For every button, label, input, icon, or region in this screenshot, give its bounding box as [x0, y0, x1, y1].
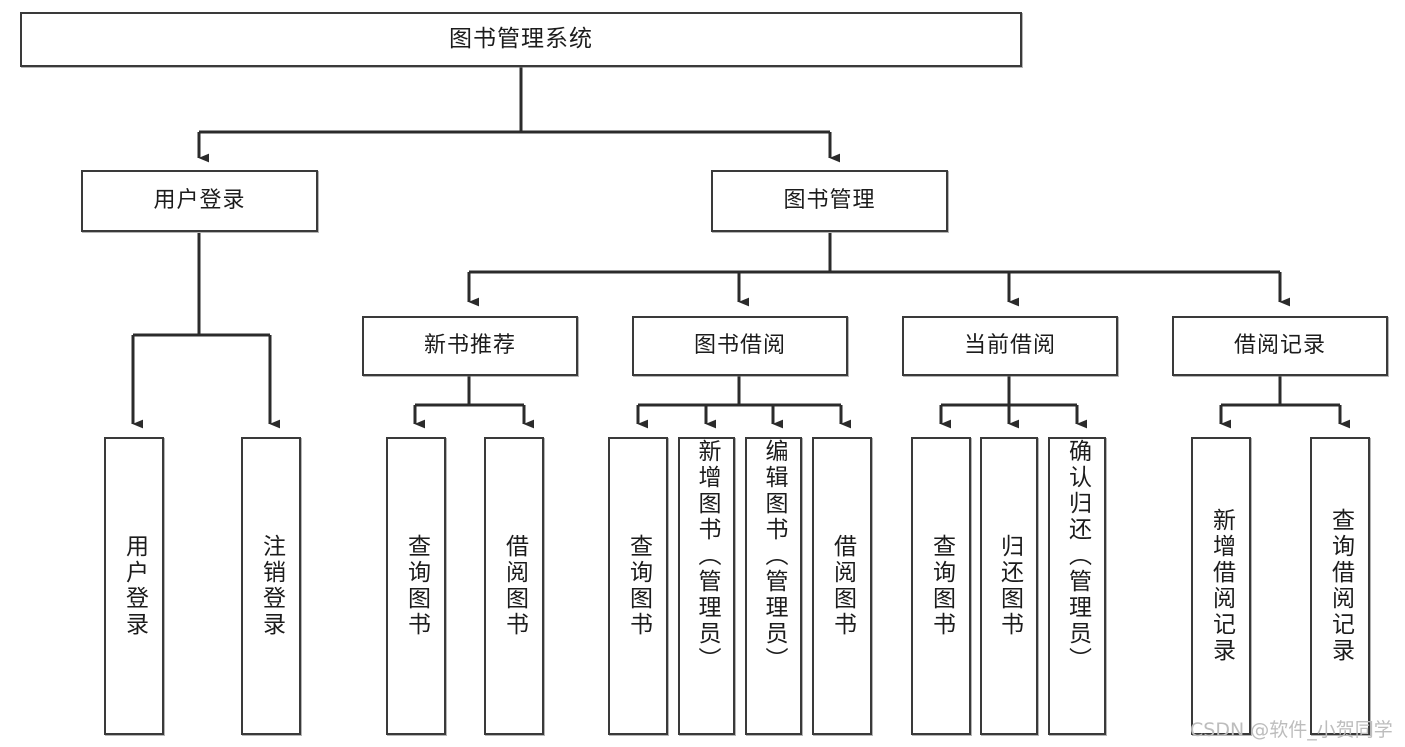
node-leaf-edit-book-label: 编辑图书（管理员） — [761, 439, 787, 673]
node-leaf-query-book-1[interactable]: 查询图书 — [386, 437, 446, 735]
node-leaf-query-book-3[interactable]: 查询图书 — [911, 437, 971, 735]
node-borrow-record-label: 借阅记录 — [1233, 333, 1326, 359]
node-leaf-edit-book[interactable]: 编辑图书（管理员） — [745, 437, 802, 735]
node-leaf-query-book-1-label: 查询图书 — [403, 534, 430, 638]
node-leaf-user-logout-label: 注销登录 — [258, 534, 285, 638]
node-leaf-add-record[interactable]: 新增借阅记录 — [1191, 437, 1251, 735]
node-leaf-return-book-label: 归还图书 — [996, 534, 1023, 638]
node-user-login[interactable]: 用户登录 — [81, 170, 318, 232]
node-leaf-query-book-2-label: 查询图书 — [625, 534, 652, 638]
node-borrow-record[interactable]: 借阅记录 — [1172, 316, 1388, 376]
node-new-book-recommend-label: 新书推荐 — [423, 333, 516, 359]
node-root-label: 图书管理系统 — [449, 25, 593, 52]
node-current-borrow-label: 当前借阅 — [963, 333, 1056, 359]
node-user-login-label: 用户登录 — [153, 188, 246, 214]
node-leaf-query-record[interactable]: 查询借阅记录 — [1310, 437, 1370, 735]
node-leaf-add-book[interactable]: 新增图书（管理员） — [678, 437, 735, 735]
node-leaf-borrow-book-1[interactable]: 借阅图书 — [484, 437, 544, 735]
node-leaf-query-book-2[interactable]: 查询图书 — [608, 437, 668, 735]
node-leaf-add-record-label: 新增借阅记录 — [1208, 508, 1235, 664]
node-leaf-add-book-label: 新增图书（管理员） — [694, 439, 720, 673]
node-leaf-return-book[interactable]: 归还图书 — [980, 437, 1038, 735]
node-leaf-query-record-label: 查询借阅记录 — [1327, 508, 1354, 664]
node-book-borrow-label: 图书借阅 — [693, 333, 786, 359]
node-leaf-borrow-book-1-label: 借阅图书 — [501, 534, 528, 638]
node-leaf-borrow-book-2[interactable]: 借阅图书 — [812, 437, 872, 735]
node-leaf-user-login-label: 用户登录 — [121, 534, 148, 638]
node-leaf-query-book-3-label: 查询图书 — [928, 534, 955, 638]
node-book-manage[interactable]: 图书管理 — [711, 170, 948, 232]
node-leaf-confirm-return-label: 确认归还（管理员） — [1064, 439, 1091, 673]
node-book-manage-label: 图书管理 — [783, 188, 876, 214]
node-leaf-user-login[interactable]: 用户登录 — [104, 437, 164, 735]
watermark: CSDN @软件_小贺同学 — [1190, 719, 1393, 741]
node-book-borrow[interactable]: 图书借阅 — [632, 316, 848, 376]
node-leaf-borrow-book-2-label: 借阅图书 — [829, 534, 856, 638]
node-leaf-user-logout[interactable]: 注销登录 — [241, 437, 301, 735]
node-leaf-confirm-return[interactable]: 确认归还（管理员） — [1048, 437, 1106, 735]
node-current-borrow[interactable]: 当前借阅 — [902, 316, 1118, 376]
node-new-book-recommend[interactable]: 新书推荐 — [362, 316, 578, 376]
node-root[interactable]: 图书管理系统 — [20, 12, 1022, 67]
